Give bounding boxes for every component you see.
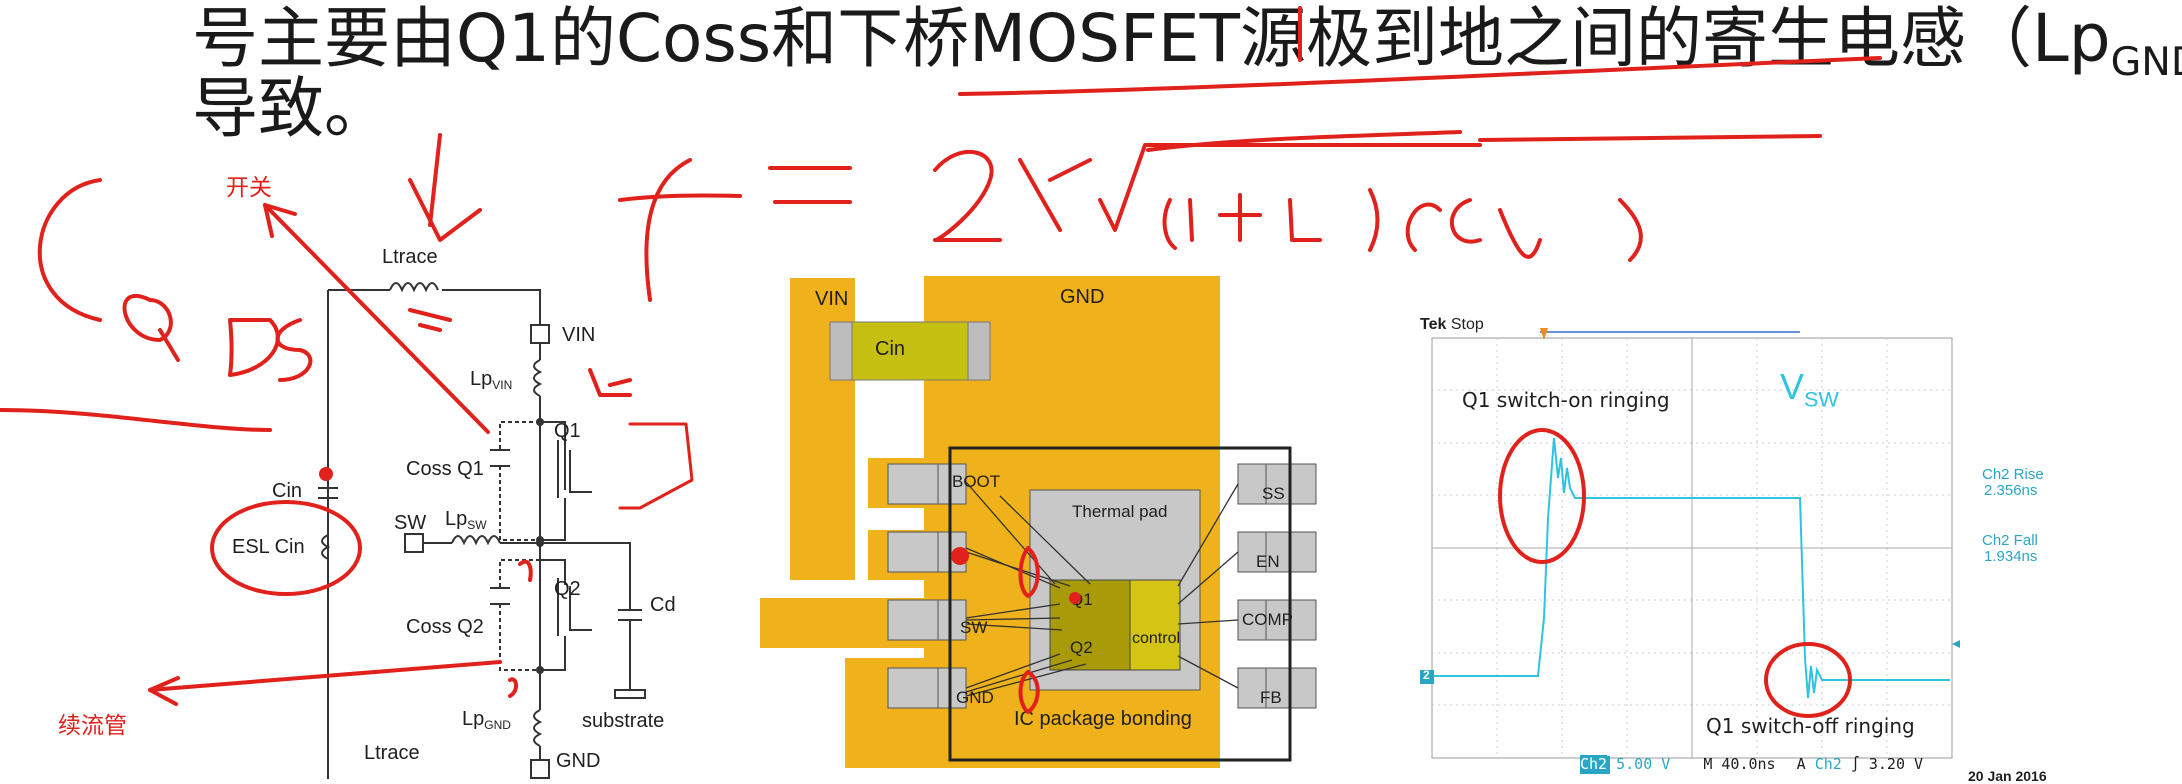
layout-caption: IC package bonding bbox=[1014, 708, 1192, 730]
lp-vin-label: LpVIN bbox=[470, 368, 512, 392]
switch-annotation: 开关 bbox=[226, 175, 272, 201]
scope-m: M bbox=[1703, 755, 1713, 773]
scope-brand: Tek Stop bbox=[1420, 316, 1484, 334]
layout-q2: Q2 bbox=[1070, 638, 1093, 657]
sw-label: SW bbox=[394, 512, 427, 534]
scope-brand-text: Tek bbox=[1420, 316, 1447, 333]
scope-time: 40.0ns bbox=[1721, 755, 1776, 773]
lp-gnd-main: Lp bbox=[462, 708, 485, 730]
layout-sw: SW bbox=[960, 618, 988, 637]
layout-cin: Cin bbox=[875, 338, 906, 360]
scope-trig-sym: ∫ bbox=[1850, 755, 1860, 773]
lp-gnd-label: LpGND bbox=[462, 708, 511, 732]
scope-trig-ch: Ch2 bbox=[1814, 755, 1842, 773]
layout-control: control bbox=[1132, 630, 1181, 647]
ltrace-bottom-label: Ltrace bbox=[364, 742, 420, 764]
scope-q1-on: Q1 switch-on ringing bbox=[1462, 388, 1670, 412]
lp-vin-main: Lp bbox=[470, 368, 493, 390]
cin-label: Cin bbox=[272, 480, 303, 502]
layout-gnd-pin: GND bbox=[956, 688, 994, 707]
lp-sw-sub: SW bbox=[467, 518, 487, 533]
scope-vsw-sub: SW bbox=[1804, 386, 1839, 412]
esl-cin-label: ESL Cin bbox=[232, 536, 305, 558]
substrate-label: substrate bbox=[582, 710, 665, 732]
coss-q1-label: Coss Q1 bbox=[406, 458, 484, 480]
scope-q1-off: Q1 switch-off ringing bbox=[1706, 714, 1915, 738]
ltrace-top-label: Ltrace bbox=[382, 246, 438, 268]
layout-gnd: GND bbox=[1060, 286, 1105, 308]
lp-vin-sub: VIN bbox=[492, 378, 513, 393]
scope-volts: 5.00 V bbox=[1616, 755, 1671, 773]
layout-en: EN bbox=[1256, 552, 1280, 571]
vin-label: VIN bbox=[562, 324, 596, 346]
freewheel-annotation: 续流管 bbox=[58, 713, 127, 739]
scope-status: Stop bbox=[1450, 316, 1484, 333]
layout-thermal-pad: Thermal pad bbox=[1072, 502, 1168, 521]
layout-boot: BOOT bbox=[952, 472, 1001, 491]
cd-label: Cd bbox=[650, 594, 676, 616]
q2-label: Q2 bbox=[554, 578, 581, 600]
pcb-layout bbox=[760, 276, 1317, 768]
scope-ch: Ch2 bbox=[1580, 755, 1608, 773]
gnd-label: GND bbox=[556, 750, 601, 772]
scope-vsw: VSW bbox=[1780, 366, 1839, 413]
layout-comp: COMP bbox=[1242, 610, 1293, 629]
buck-schematic bbox=[318, 282, 646, 779]
lp-gnd-sub: GND bbox=[484, 718, 511, 733]
scope-status-bar: Ch2 5.00 V M 40.0ns A Ch2 ∫ 3.20 V bbox=[1580, 755, 1923, 773]
slide-text-line1: 号主要由Q1的Coss和下桥MOSFET源极到地之间的寄生电感（LpGND） bbox=[192, 6, 2182, 82]
scope-fall-value: 1.934ns bbox=[1984, 548, 2038, 565]
lp-sw-main: Lp bbox=[445, 508, 468, 530]
slide-text-line2: 导致。 bbox=[192, 70, 390, 147]
scope-ch-marker: 2 bbox=[1423, 668, 1430, 682]
layout-ss: SS bbox=[1262, 484, 1285, 503]
scope-rise-value: 2.356ns bbox=[1984, 482, 2038, 499]
scope-a: A bbox=[1796, 755, 1806, 773]
scope-fall-label: Ch2 Fall bbox=[1982, 532, 2038, 549]
line1-sub: GND bbox=[2110, 38, 2182, 85]
coss-q2-label: Coss Q2 bbox=[406, 616, 484, 638]
lp-sw-label: LpSW bbox=[445, 508, 487, 532]
scope-rise-label: Ch2 Rise bbox=[1982, 466, 2044, 483]
layout-vin: VIN bbox=[815, 288, 849, 310]
scope-trig-level: 3.20 V bbox=[1868, 755, 1924, 773]
q1-label: Q1 bbox=[554, 420, 581, 442]
scope-vsw-main: V bbox=[1780, 366, 1805, 407]
layout-fb: FB bbox=[1260, 688, 1282, 707]
